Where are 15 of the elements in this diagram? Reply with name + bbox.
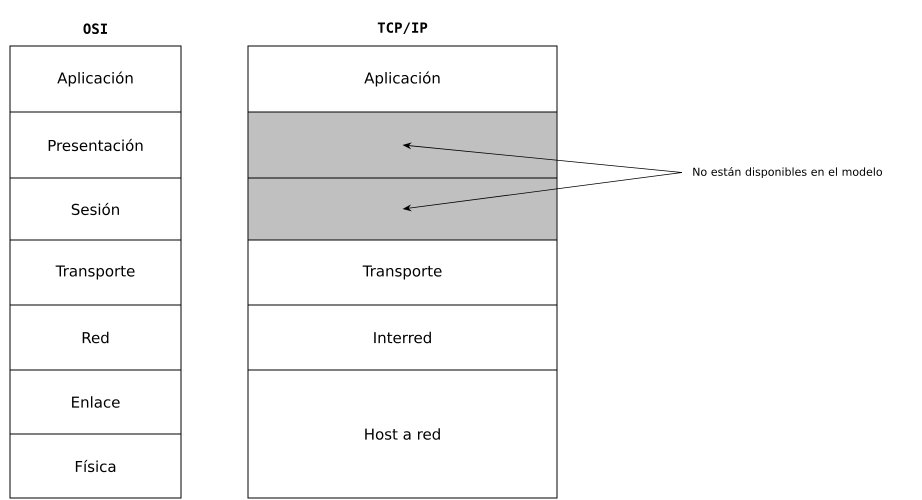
layer-box: Aplicación xyxy=(10,46,182,112)
layer-box: Sesión xyxy=(10,178,182,240)
node-label: OSI xyxy=(83,23,107,34)
layer-box: Presentación xyxy=(10,112,182,178)
node-label: TCP/IP xyxy=(378,22,428,34)
shaded-box xyxy=(248,178,558,240)
layer-box: Transporte xyxy=(248,240,558,306)
layer-box: Host a red xyxy=(248,370,558,498)
layer-box: Transporte xyxy=(10,240,182,306)
shaded-box xyxy=(248,112,558,178)
layer-box: Física xyxy=(10,434,182,498)
layer-box: Red xyxy=(10,304,182,370)
layer-box: Interred xyxy=(248,304,558,370)
layer-box: Enlace xyxy=(10,370,182,434)
note-text: No están disponibles en el modelo xyxy=(693,166,882,178)
